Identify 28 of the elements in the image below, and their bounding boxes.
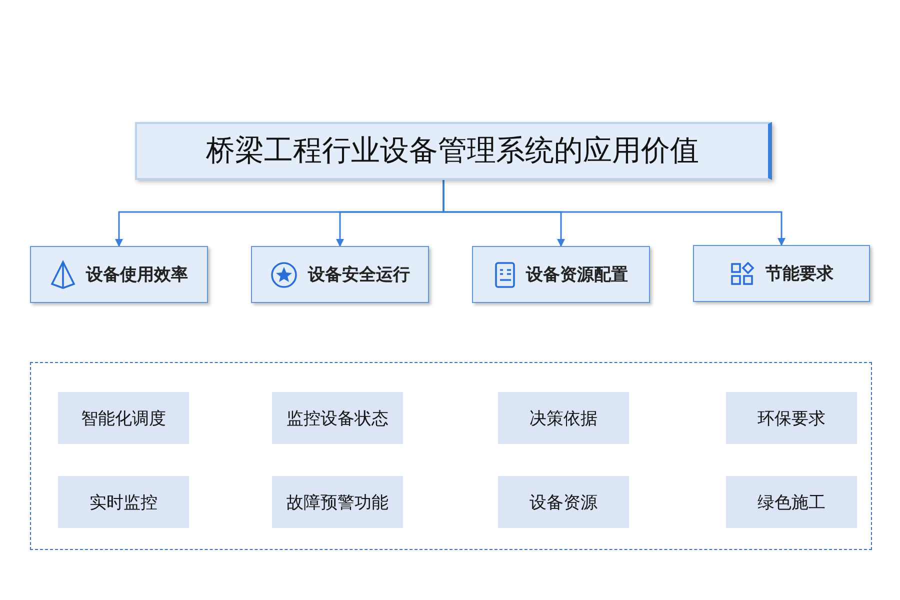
category-box bbox=[472, 246, 650, 303]
dashed-group-box bbox=[30, 362, 872, 550]
category-label: 节能要求 bbox=[766, 263, 834, 285]
feature-box bbox=[498, 476, 629, 528]
category-box bbox=[30, 246, 208, 303]
feature-box bbox=[726, 476, 857, 528]
feature-label: 决策依据 bbox=[530, 408, 598, 430]
feature-label: 绿色施工 bbox=[758, 492, 826, 514]
feature-box bbox=[498, 392, 629, 444]
feature-box bbox=[272, 392, 403, 444]
title-box bbox=[135, 122, 772, 180]
feature-box bbox=[58, 392, 189, 444]
category-label: 设备使用效率 bbox=[86, 264, 188, 286]
feature-label: 故障预警功能 bbox=[286, 492, 388, 514]
category-label: 设备资源配置 bbox=[526, 264, 628, 286]
title-text: 桥梁工程行业设备管理系统的应用价值 bbox=[206, 132, 699, 169]
feature-box bbox=[58, 476, 189, 528]
feature-label: 监控设备状态 bbox=[286, 408, 388, 430]
category-label: 设备安全运行 bbox=[308, 264, 410, 286]
connector-arrow bbox=[442, 180, 786, 246]
feature-box bbox=[272, 476, 403, 528]
category-box bbox=[693, 245, 870, 302]
feature-label: 设备资源 bbox=[530, 492, 598, 514]
feature-label: 智能化调度 bbox=[81, 408, 166, 430]
feature-label: 环保要求 bbox=[758, 408, 826, 430]
feature-box bbox=[726, 392, 857, 444]
feature-label: 实时监控 bbox=[90, 492, 158, 514]
category-box bbox=[251, 246, 429, 303]
